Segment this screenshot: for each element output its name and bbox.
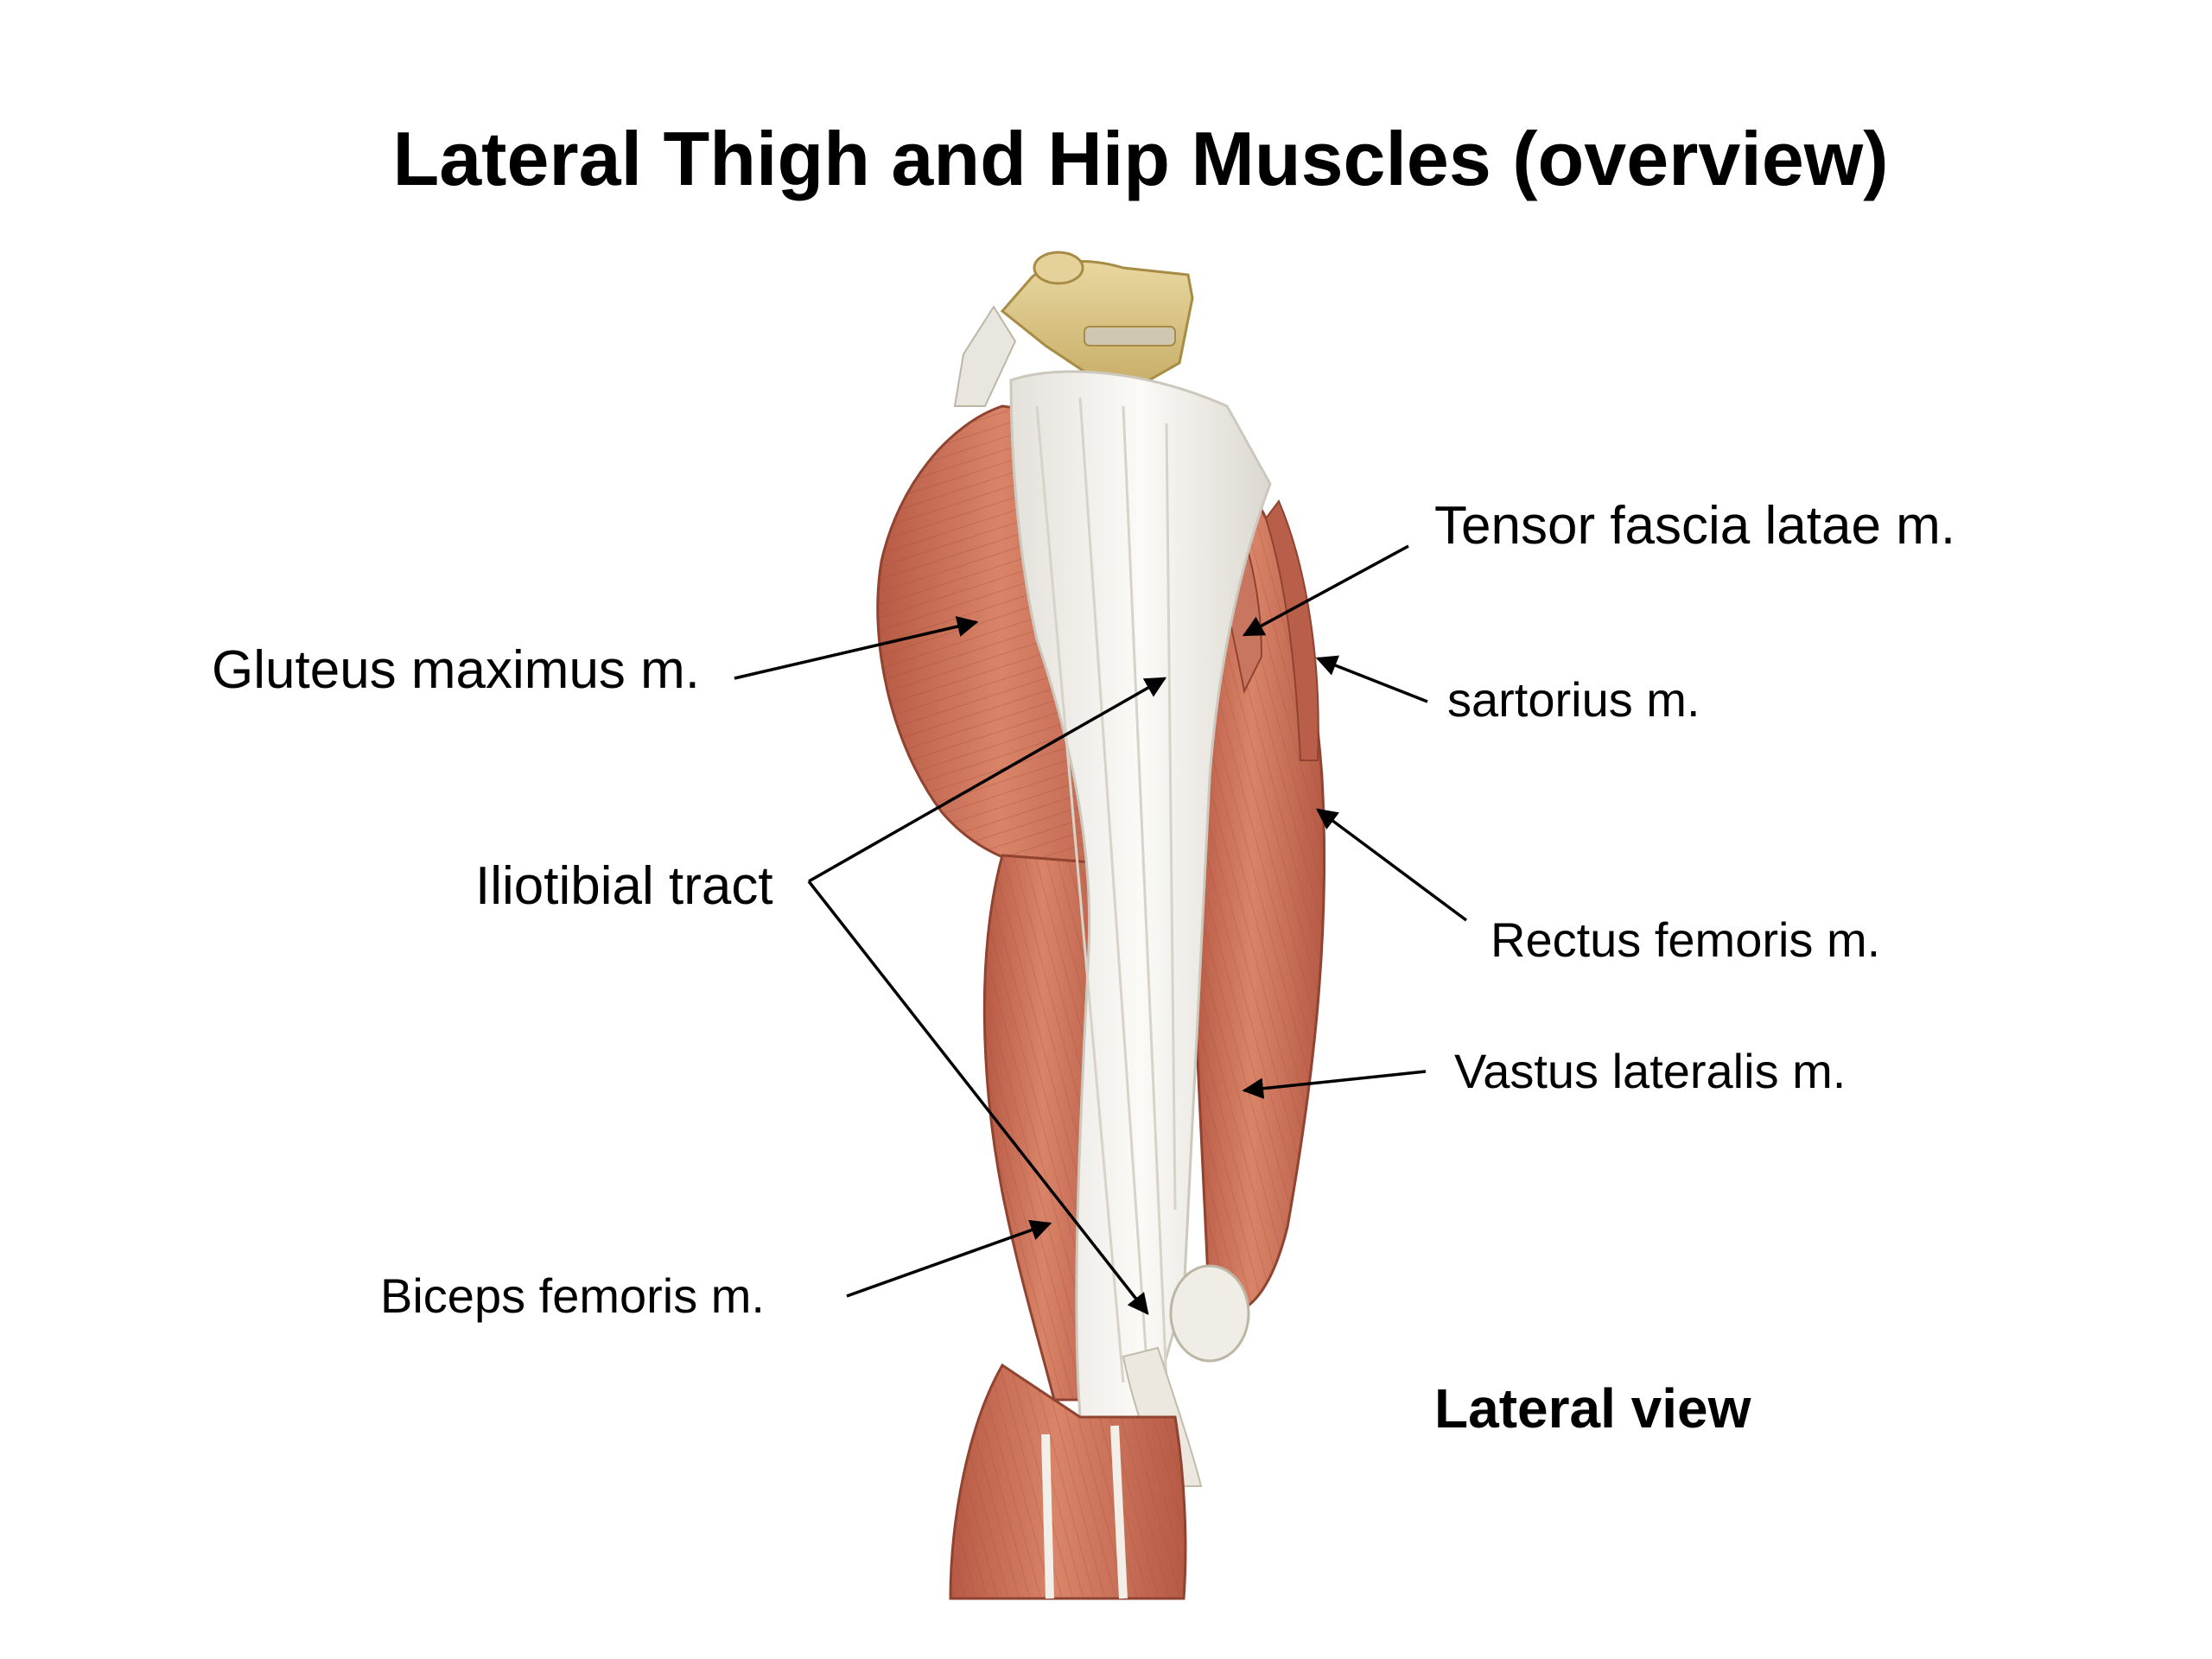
leg-tendons: [1041, 1425, 1128, 1599]
label-tensor-fascia-latae: Tensor fascia latae m.: [1434, 496, 1956, 556]
vastus-fiber-texture: [1192, 484, 1325, 1315]
label-gluteus-maximus: Gluteus maximus m.: [212, 640, 701, 700]
leader-vastus-lateralis: [1242, 1070, 1427, 1099]
view-label: Lateral view: [1434, 1377, 1751, 1440]
label-rectus-femoris: Rectus femoris m.: [1491, 912, 1881, 967]
label-vastus-lateralis: Vastus lateralis m.: [1454, 1044, 1847, 1098]
lower-leg-fiber-texture: [950, 1365, 1185, 1599]
leader-sartorius: [1315, 655, 1428, 703]
leader-lines: [734, 544, 1468, 1315]
leader-iliotibial-lower: [807, 880, 1149, 1315]
sartorius-muscle: [1264, 499, 1319, 761]
leader-iliotibial-upper: [808, 677, 1167, 883]
iliotibial-fiber-lines: [1035, 397, 1177, 1401]
leader-rectus-femoris: [1316, 808, 1468, 922]
label-iliotibial-tract: Iliotibial tract: [475, 856, 773, 916]
leader-biceps-femoris: [846, 1219, 1052, 1298]
leader-tensor-fascia-latae: [1242, 544, 1409, 637]
label-biceps-femoris: Biceps femoris m.: [380, 1268, 765, 1323]
slide-title: Lateral Thigh and Hip Muscles (overview): [392, 116, 1889, 201]
label-sartorius: sartorius m.: [1447, 672, 1700, 727]
leader-gluteus-maximus: [734, 616, 979, 680]
patella: [1169, 1264, 1250, 1363]
